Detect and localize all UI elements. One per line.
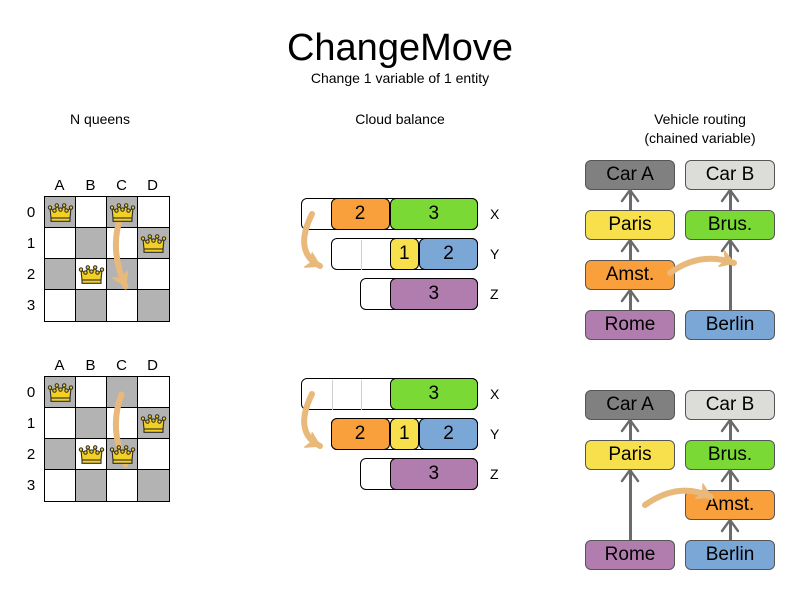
vrp-edge [728,520,732,540]
board-row-label-0: 0 [26,204,36,221]
vrp-edge [628,470,632,540]
cloud-process-2: 2 [419,418,478,450]
vrp-node-amst: Amst. [685,490,775,520]
vrp-node-cara: Car A [585,160,675,190]
board-column-label-D: D [147,357,158,374]
vrp-edge [728,190,732,210]
cloud-computer-label-Y: Y [490,426,500,442]
cloud-process-3: 3 [389,378,478,410]
board-column-label-B: B [85,177,96,194]
vrp-edge [628,420,632,440]
cloud-process-1: 1 [389,238,419,270]
board-row-label-2: 2 [26,446,36,463]
cloud-process-3: 3 [389,278,478,310]
vrp-move-arrow [667,250,737,276]
vrp-edge [728,240,732,310]
board-cell-B3 [76,290,107,321]
vrp-edge [628,290,632,310]
vrp-node-carb: Car B [685,390,775,420]
board-cell-D0 [138,377,169,408]
cloud-free-divider [361,240,362,270]
board-row-label-0: 0 [26,384,36,401]
cloud-computer-label-X: X [490,386,500,402]
cloud-computer-label-Y: Y [490,246,500,262]
vrp-node-rome: Rome [585,310,675,340]
vrp-edge [628,240,632,260]
vrp-heading-line2: (chained variable) [644,130,756,146]
board-row-label-3: 3 [26,477,36,494]
board-cell-D2 [138,259,169,290]
board-cell-B0 [76,377,107,408]
vrp-node-amst: Amst. [585,260,675,290]
board-row-label-3: 3 [26,297,36,314]
vrp-node-rome: Rome [585,540,675,570]
vrp-heading-line1: Vehicle routing [654,111,746,127]
cloud-process-2: 2 [419,238,478,270]
board-column-label-A: A [54,177,65,194]
board-cell-B0 [76,197,107,228]
board-cell-A2 [45,259,76,290]
cloud-process-3: 3 [389,198,478,230]
column-heading-vehicle-routing: Vehicle routing (chained variable) [610,110,790,148]
cloud-free-divider [331,380,333,410]
vrp-edge [728,420,732,440]
vrp-edge [728,470,732,490]
column-heading-n-queens: N queens [70,111,130,127]
cloud-free-divider [361,380,362,410]
board-row-label-1: 1 [26,235,36,252]
board-cell-B1 [76,228,107,259]
board-column-label-B: B [85,357,96,374]
board-cell-A1 [45,228,76,259]
cloud-process-1: 1 [389,418,419,450]
cloud-process-3: 3 [389,458,478,490]
board-cell-D3 [138,290,169,321]
board-cell-B1 [76,408,107,439]
cloud-computer-label-X: X [490,206,500,222]
vrp-node-paris: Paris [585,440,675,470]
board-column-label-C: C [116,177,127,194]
vrp-node-brus: Brus. [685,210,775,240]
vrp-node-paris: Paris [585,210,675,240]
cloud-process-2: 2 [330,198,390,230]
board-cell-D2 [138,439,169,470]
board-cell-A3 [45,290,76,321]
cloud-process-2: 2 [330,418,390,450]
vrp-edge [628,190,632,210]
board-column-label-C: C [116,357,127,374]
board-row-label-2: 2 [26,266,36,283]
vrp-node-berlin: Berlin [685,540,775,570]
page-subtitle: Change 1 variable of 1 entity [310,70,490,86]
board-cell-B3 [76,470,107,501]
vrp-node-carb: Car B [685,160,775,190]
board-cell-D0 [138,197,169,228]
board-cell-D3 [138,470,169,501]
cloud-computer-label-Z: Z [490,466,499,482]
cloud-computer-label-Z: Z [490,286,499,302]
board-column-label-D: D [147,177,158,194]
board-cell-C3 [107,290,138,321]
page-title: ChangeMove [286,27,514,69]
board-column-label-A: A [54,357,65,374]
vrp-node-cara: Car A [585,390,675,420]
board-row-label-1: 1 [26,415,36,432]
board-cell-C3 [107,470,138,501]
board-cell-A1 [45,408,76,439]
vrp-node-berlin: Berlin [685,310,775,340]
board-cell-A3 [45,470,76,501]
board-cell-A2 [45,439,76,470]
column-heading-cloud-balance: Cloud balance [355,111,445,127]
vrp-node-brus: Brus. [685,440,775,470]
